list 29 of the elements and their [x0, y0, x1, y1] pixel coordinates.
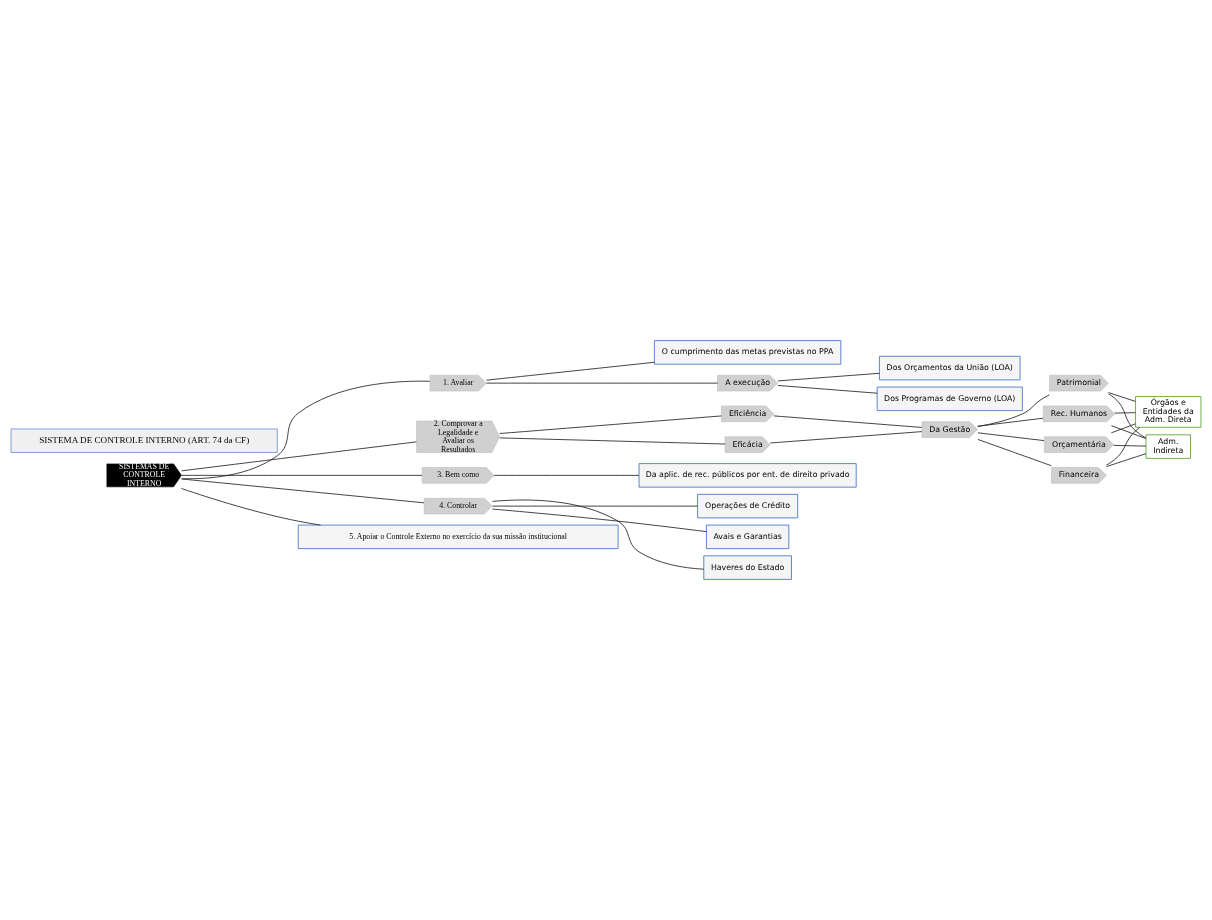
- connector: [777, 385, 878, 394]
- connector: [486, 361, 655, 381]
- connector: [493, 474, 640, 476]
- connector: [181, 488, 321, 526]
- connector: [977, 439, 1052, 467]
- node-box: SISTEMA DE CONTROLE INTERNO (ART. 74 da CF): [10, 428, 278, 453]
- connector: [492, 499, 705, 570]
- connector: [1108, 393, 1147, 439]
- connector: [181, 474, 423, 476]
- connector: [499, 437, 726, 445]
- connector: [1113, 444, 1147, 447]
- connector: [1110, 423, 1136, 434]
- connector: [977, 394, 1050, 427]
- connector: [977, 417, 1044, 427]
- connector: [977, 432, 1045, 442]
- connector: [1114, 412, 1136, 414]
- connector: [181, 478, 425, 504]
- connector: [492, 508, 707, 533]
- connector: [1110, 425, 1147, 439]
- connector: [499, 415, 722, 434]
- connector: [492, 505, 698, 507]
- connector: [777, 372, 880, 382]
- connector: [1106, 426, 1141, 466]
- connector: [773, 415, 923, 428]
- connector: [1108, 392, 1136, 402]
- connector: [769, 431, 923, 444]
- connector: [181, 441, 417, 472]
- connector: [181, 380, 431, 480]
- connector: [1106, 453, 1147, 467]
